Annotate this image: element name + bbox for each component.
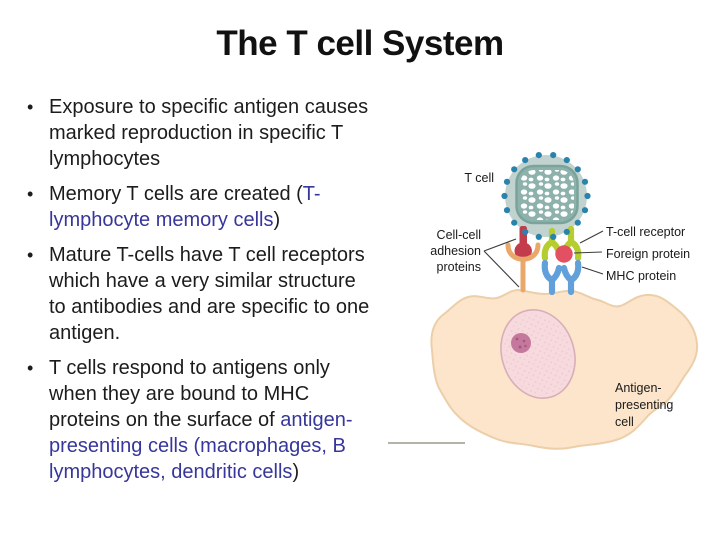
t-cell-label: T cell	[464, 171, 494, 185]
foreign-protein-dot	[555, 245, 573, 263]
adhesion-leader-line	[483, 250, 520, 288]
t-cell-receptor-label: T-cell receptor	[606, 225, 686, 239]
divider-line	[388, 442, 465, 444]
bullet-text: Exposure to specific antigen causes mark…	[49, 96, 369, 170]
t-cell-interior-speckles	[520, 170, 574, 220]
mhc-leader-line	[581, 266, 604, 275]
leader-lines	[483, 230, 604, 288]
hyperlink-text[interactable]: antigen- presenting cells (macrophages, …	[49, 409, 353, 483]
mhc-protein-label: MHC protein	[606, 269, 677, 283]
apc-nucleus	[500, 308, 576, 400]
tcr-leader-line	[579, 230, 604, 244]
adhesion-proteins-label: Cell-cell adhesion proteins	[430, 228, 481, 274]
bullet-text: T cells respond to antigens only when th…	[49, 357, 330, 431]
bullet-text: )	[292, 461, 300, 483]
bullet-item: T cells respond to antigens only when th…	[27, 355, 427, 485]
foreign-leader-line	[573, 251, 603, 254]
bullet-text: Memory T cells are created (	[49, 183, 303, 205]
adhesion-receptor-orange	[505, 242, 541, 293]
foreign-protein-label: Foreign protein	[606, 247, 691, 261]
nucleolus-dots	[515, 337, 527, 349]
hyperlink-text[interactable]: T- lymphocyte memory cells	[49, 183, 321, 231]
page-title: The T cell System	[216, 24, 504, 63]
adhesion-leader-line	[483, 238, 517, 252]
t-cell-membrane-dots	[501, 152, 591, 240]
bullet-text: Mature T-cells have T cell receptors whi…	[49, 244, 370, 344]
adhesion-protein-red	[514, 226, 532, 260]
nucleolus	[511, 333, 531, 353]
mhc-protein-blue	[541, 259, 582, 296]
bullet-list: Exposure to specific antigen causes mark…	[27, 94, 427, 494]
bullet-item: Exposure to specific antigen causes mark…	[27, 94, 427, 172]
bullet-item: Mature T-cells have T cell receptors whi…	[27, 242, 427, 346]
antigen-presenting-cell-label: Antigen- presenting cell	[615, 381, 674, 429]
t-cell-body	[505, 155, 587, 237]
bullet-item: Memory T cells are created (T- lymphocyt…	[27, 181, 427, 233]
receptor-complex	[505, 225, 582, 296]
bullet-text: )	[273, 209, 281, 231]
